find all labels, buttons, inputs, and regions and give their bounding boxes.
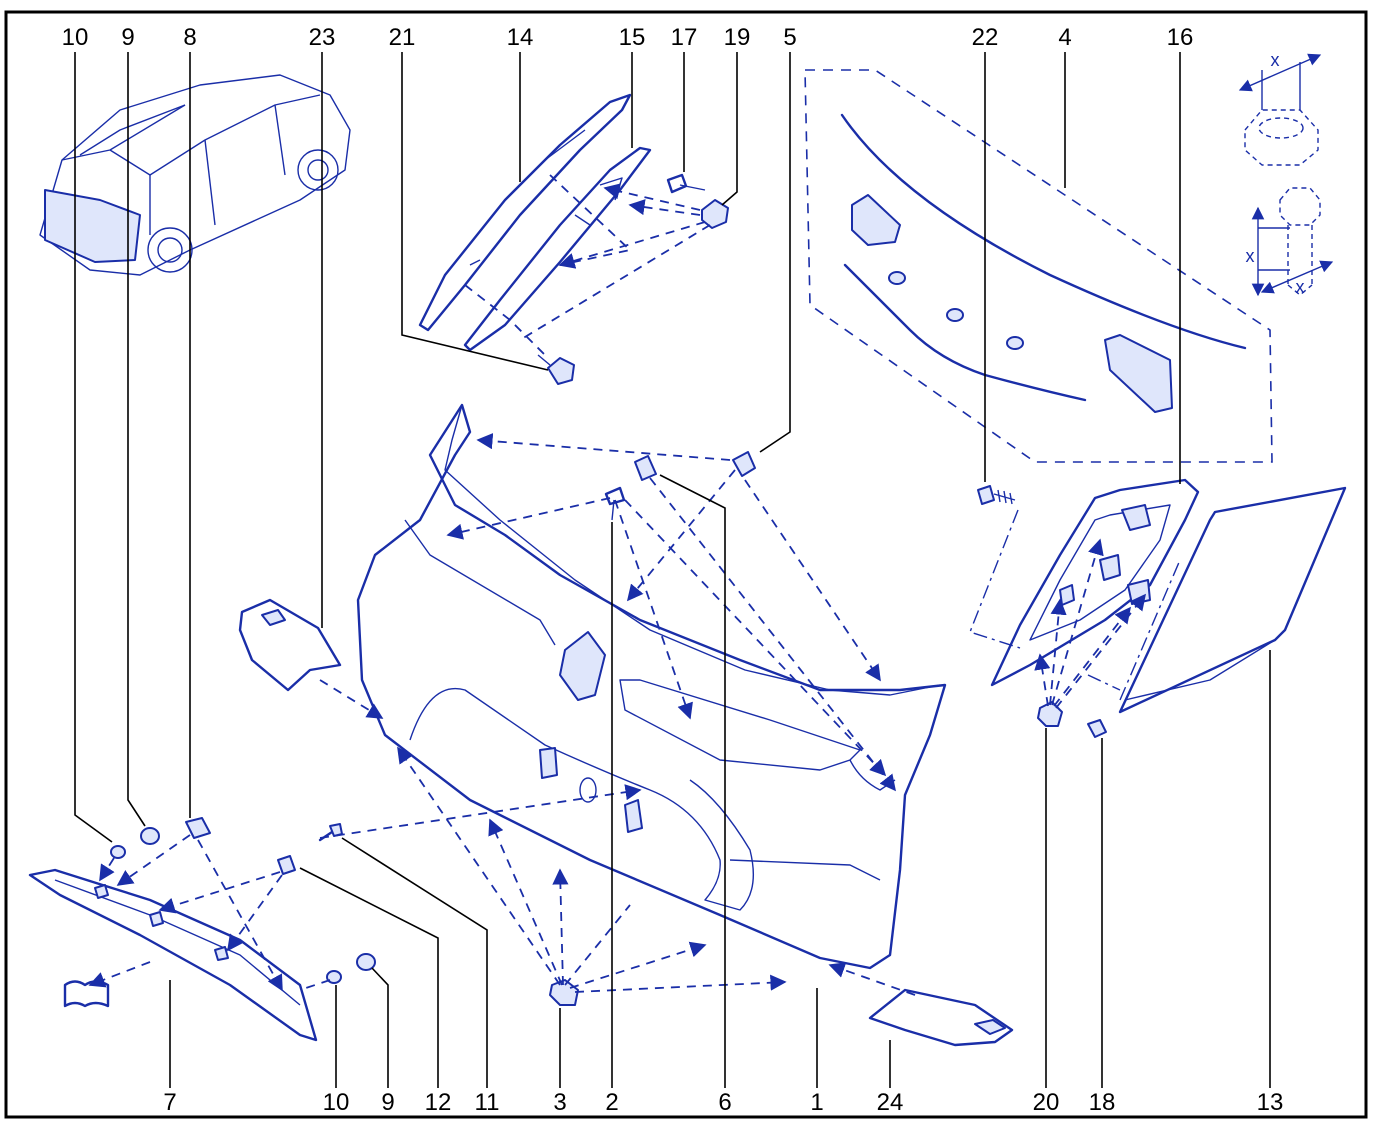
lens-13 bbox=[1118, 486, 1347, 714]
grommet-10 bbox=[110, 845, 126, 859]
cover-24 bbox=[868, 988, 1014, 1047]
callout-number: 1 bbox=[810, 1089, 823, 1116]
tailgate-panel-1 bbox=[356, 403, 947, 970]
callout-number: 4 bbox=[1058, 24, 1071, 51]
callout-number: 20 bbox=[1033, 1089, 1060, 1116]
dimension-label: x bbox=[1246, 246, 1255, 266]
callout-number: 23 bbox=[309, 24, 336, 51]
callouts-top: 10 9 8 23 21 14 15 17 19 5 22 4 16 bbox=[62, 24, 1194, 51]
grommet-10-lower bbox=[326, 970, 342, 984]
callout-number: 2 bbox=[605, 1089, 618, 1116]
callout-number: 11 bbox=[475, 1089, 500, 1116]
seal-kit-4 bbox=[804, 69, 1273, 463]
clip-3 bbox=[549, 979, 579, 1006]
callout-number: 3 bbox=[553, 1089, 566, 1116]
grommet-9 bbox=[140, 827, 160, 845]
callout-number: 7 bbox=[163, 1089, 176, 1116]
clip-5 bbox=[732, 451, 756, 477]
callout-number: 21 bbox=[389, 24, 416, 51]
lower-trim-bar-7 bbox=[28, 868, 318, 1042]
callout-number: 17 bbox=[671, 24, 698, 51]
nut-dimension-icon: x bbox=[1238, 50, 1322, 166]
callout-number: 9 bbox=[121, 24, 134, 51]
callout-number: 8 bbox=[183, 24, 196, 51]
callout-number: 10 bbox=[62, 24, 89, 51]
grommet-9-lower bbox=[356, 953, 376, 971]
plate-plug-icon bbox=[63, 980, 110, 1008]
screw-22 bbox=[977, 485, 1016, 505]
vehicle-locator-icon bbox=[39, 74, 351, 276]
callout-number: 24 bbox=[877, 1089, 904, 1116]
callout-number: 6 bbox=[718, 1089, 731, 1116]
screw-21 bbox=[537, 354, 575, 385]
callout-number: 15 bbox=[619, 24, 646, 51]
callout-number: 10 bbox=[323, 1089, 350, 1116]
callout-number: 18 bbox=[1089, 1089, 1116, 1116]
screw-2 bbox=[604, 486, 626, 521]
upper-trim-strip-14 bbox=[418, 93, 632, 332]
screw-18 bbox=[1087, 719, 1107, 738]
callout-number: 5 bbox=[783, 24, 796, 51]
callout-number: 9 bbox=[381, 1089, 394, 1116]
clip-6 bbox=[634, 455, 657, 481]
callout-number: 16 bbox=[1167, 24, 1194, 51]
screw-dimension-icon: x x bbox=[1246, 187, 1334, 297]
callout-number: 14 bbox=[507, 24, 534, 51]
clip-8 bbox=[185, 817, 211, 839]
callout-number: 19 bbox=[724, 24, 751, 51]
callout-number: 22 bbox=[972, 24, 999, 51]
clip-12 bbox=[277, 855, 296, 875]
dimension-label: x bbox=[1271, 50, 1280, 70]
leader-lines bbox=[74, 52, 1271, 1088]
clip-19 bbox=[701, 199, 729, 229]
diagram-frame bbox=[4, 10, 1368, 1119]
callouts-bottom: 7 10 9 12 11 3 2 6 1 24 20 18 13 bbox=[163, 1089, 1283, 1116]
callout-number: 13 bbox=[1257, 1089, 1284, 1116]
callout-number: 12 bbox=[425, 1089, 452, 1116]
dimension-label: x bbox=[1296, 277, 1305, 297]
screw-17 bbox=[666, 173, 706, 194]
cover-23 bbox=[238, 598, 342, 692]
screw-11 bbox=[318, 823, 343, 842]
